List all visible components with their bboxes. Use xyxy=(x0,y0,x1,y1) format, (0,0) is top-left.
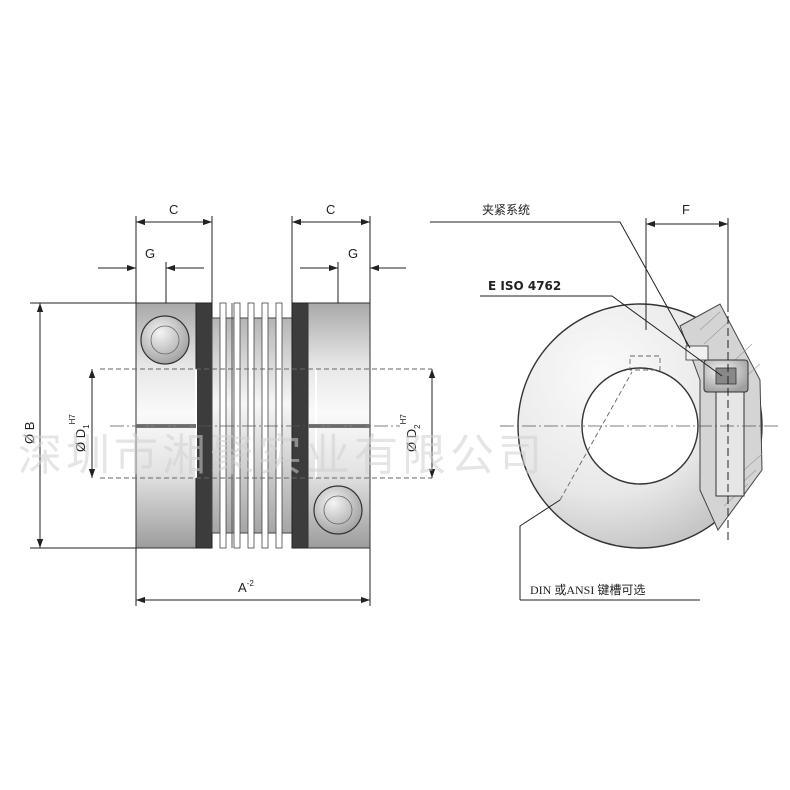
right-flange xyxy=(291,302,309,549)
label-iso-4762: E ISO 4762 xyxy=(488,279,561,293)
dim-f: F xyxy=(682,202,690,217)
leader-iso-4762 xyxy=(480,295,723,377)
leader-keyway xyxy=(519,499,561,600)
keyway-projection xyxy=(559,371,633,501)
dim-c-left: C xyxy=(169,202,178,217)
label-keyway: DIN 或ANSI 键槽可选 xyxy=(530,583,645,597)
leader-clamp-system xyxy=(430,221,691,349)
dim-b: Ø B xyxy=(22,422,37,444)
keyway-outline xyxy=(629,355,661,371)
dim-a: A-2 xyxy=(238,579,254,595)
right-clamp-screw-socket xyxy=(323,495,353,525)
screw-socket xyxy=(715,367,737,385)
dim-c-right: C xyxy=(326,202,335,217)
left-flange xyxy=(195,302,213,549)
extension-lines xyxy=(30,216,371,606)
label-clamp-system: 夹紧系统 xyxy=(482,203,530,217)
nut-pocket xyxy=(685,345,709,361)
dim-g-left: G xyxy=(145,246,155,261)
left-clamp-screw-head xyxy=(140,315,190,365)
side-view xyxy=(100,302,432,549)
bellows xyxy=(211,302,293,549)
left-clamp-screw-socket xyxy=(150,325,180,355)
dim-d1: Ø D1H7 xyxy=(68,414,91,452)
dim-d2: Ø D2H7 xyxy=(399,414,422,452)
company-watermark: 深圳市湘聚实业有限公司 xyxy=(18,430,546,481)
end-view xyxy=(500,303,780,549)
dim-g-right: G xyxy=(348,246,358,261)
right-clamp-screw-head xyxy=(313,485,363,535)
